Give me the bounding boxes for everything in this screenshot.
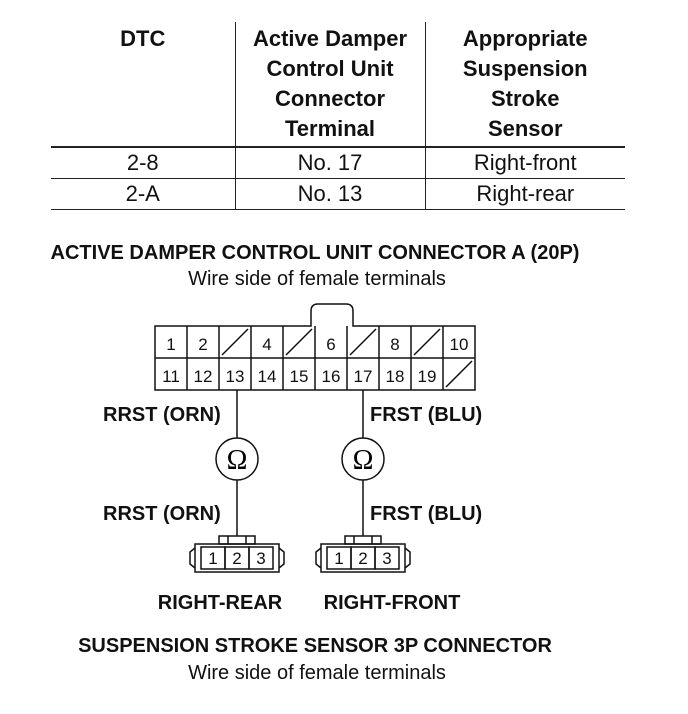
sensor-terminal-cell xyxy=(248,546,274,570)
terminal-number: 18 xyxy=(386,367,405,386)
terminal-number: 11 xyxy=(162,367,180,386)
connector-a-title: ACTIVE DAMPER CONTROL UNIT CONNECTOR A (… xyxy=(50,242,580,264)
cell-dtc: 2-A xyxy=(51,178,236,210)
ohmmeter-left-icon xyxy=(215,437,259,481)
connector-a-top-row: 1 2 4 6 8 10 xyxy=(166,335,468,354)
sensor-connector-lock xyxy=(218,535,256,545)
empty-terminal-slash xyxy=(445,360,473,388)
sensor-connector-tab xyxy=(404,547,411,569)
terminal-number: 15 xyxy=(290,367,309,386)
header-terminal: Active Damper Control Unit Connector Ter… xyxy=(234,22,426,148)
connector-a-outline xyxy=(154,303,476,391)
cell-sensor: Right-rear xyxy=(424,178,625,210)
wire-label-right-upper: FRST (BLU) xyxy=(370,404,483,426)
sensor-terminal-number: 1 xyxy=(208,549,217,568)
empty-terminal-marks xyxy=(221,328,473,388)
header-line: Control Unit xyxy=(266,56,394,81)
terminal-number: 13 xyxy=(226,367,245,386)
wires xyxy=(215,390,385,536)
connector-a-subtitle: Wire side of female terminals xyxy=(188,268,446,290)
terminal-number: 19 xyxy=(418,367,437,386)
terminal-dividers xyxy=(186,326,444,390)
terminal-number: 4 xyxy=(262,335,271,354)
sensor-terminal-number: 2 xyxy=(358,549,367,568)
sensor-terminal-number: 3 xyxy=(382,549,391,568)
terminal-number: 14 xyxy=(258,367,277,386)
sensor-terminal-cell xyxy=(374,546,400,570)
ohm-symbol-left: Ω xyxy=(227,445,248,476)
sensor-connector-title: SUSPENSION STROKE SENSOR 3P CONNECTOR xyxy=(78,635,552,657)
wire-label-right-lower: FRST (BLU) xyxy=(370,503,483,525)
sensor-connector-subtitle: Wire side of female terminals xyxy=(188,662,446,684)
header-sensor: Appropriate Suspension Stroke Sensor xyxy=(424,22,625,148)
wire-label-left-upper: RRST (ORN) xyxy=(103,404,221,426)
connector-a-bottom-row: 11 12 13 14 15 16 17 18 19 xyxy=(162,367,436,386)
sensor-connector-lock xyxy=(344,535,382,545)
sensor-label-right-front: RIGHT-FRONT xyxy=(323,592,461,614)
terminal-number: 1 xyxy=(166,335,175,354)
header-line: Appropriate xyxy=(462,26,588,51)
terminal-number: 10 xyxy=(450,335,469,354)
terminal-number: 17 xyxy=(354,367,373,386)
wire-label-left-lower: RRST (ORN) xyxy=(103,503,221,525)
terminal-number: 2 xyxy=(198,335,207,354)
sensor-terminal-number: 2 xyxy=(232,549,241,568)
connector-a xyxy=(154,303,476,391)
sensor-label-right-rear: RIGHT-REAR xyxy=(157,592,283,614)
cell-sensor: Right-front xyxy=(424,146,625,179)
terminal-number: 16 xyxy=(322,367,341,386)
empty-terminal-slash xyxy=(349,328,377,356)
header-dtc: DTC xyxy=(51,22,236,148)
terminal-number: 6 xyxy=(326,335,335,354)
header-line: Stroke xyxy=(491,86,560,111)
header-line: Active Damper xyxy=(252,26,408,51)
header-line: DTC xyxy=(120,26,166,51)
terminal-number: 8 xyxy=(390,335,399,354)
ohmmeter-right-icon xyxy=(341,437,385,481)
empty-terminal-slash xyxy=(413,328,441,356)
header-line: Sensor xyxy=(487,116,563,141)
sensor-connector-tab xyxy=(278,547,285,569)
dtc-table: DTC Active Damper Control Unit Connector… xyxy=(51,22,625,210)
sensor-terminal-number: 3 xyxy=(256,549,265,568)
empty-terminal-slash xyxy=(285,328,313,356)
empty-terminal-slash xyxy=(221,328,249,356)
sensor-terminal-number: 1 xyxy=(334,549,343,568)
header-line: Terminal xyxy=(284,116,376,141)
sensor-connector-tab xyxy=(315,547,322,569)
table-header-row: DTC Active Damper Control Unit Connector… xyxy=(51,22,625,148)
cell-terminal: No. 13 xyxy=(234,178,426,210)
header-line: Connector xyxy=(275,86,385,111)
header-line: Suspension xyxy=(462,56,588,81)
table-row: 2-A No. 13 Right-rear xyxy=(51,178,625,210)
terminal-number: 12 xyxy=(194,367,213,386)
table-row: 2-8 No. 17 Right-front xyxy=(51,146,625,179)
cell-terminal: No. 17 xyxy=(234,146,426,179)
sensor-connector-tab xyxy=(189,547,196,569)
ohm-symbol-right: Ω xyxy=(353,445,374,476)
